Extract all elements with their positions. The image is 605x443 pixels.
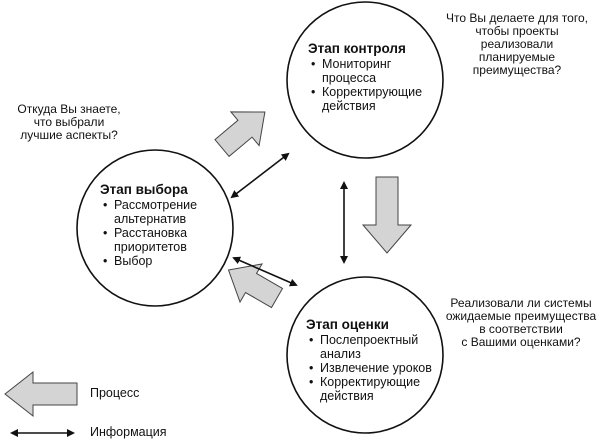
info-arrow-selection-evaluation xyxy=(232,256,298,287)
process-arrow-selection-to-control xyxy=(214,111,266,158)
control-question-line: планируемые xyxy=(478,50,556,64)
selection-question-line: лучшие аспекты? xyxy=(20,128,118,142)
control-stage-text: Этап контроля Мониторинг процесса Коррек… xyxy=(308,41,438,114)
control-stage-item: Мониторинг процесса xyxy=(311,57,402,85)
control-stage-item: Корректирующие действия xyxy=(311,85,432,113)
control-question: Что Вы делаете для того, чтобы проекты р… xyxy=(432,12,602,77)
selection-stage-item: Выбор xyxy=(103,254,225,268)
evaluation-question-line: в соответствии xyxy=(479,322,563,336)
control-question-line: реализовали xyxy=(480,37,554,51)
evaluation-question: Реализовали ли системы ожидаемые преимущ… xyxy=(438,297,604,349)
selection-stage-item: Рассмотрение альтернатив xyxy=(103,198,209,226)
selection-stage-title: Этап выбора xyxy=(100,182,188,197)
evaluation-question-line: с Вашими оценками? xyxy=(461,335,581,349)
evaluation-question-line: Реализовали ли системы xyxy=(450,296,592,310)
selection-stage-list: Рассмотрение альтернатив Расстановка при… xyxy=(100,198,225,268)
process-arrow-control-to-evaluation xyxy=(361,176,413,254)
legend-process-label: Процесс xyxy=(90,386,140,400)
selection-question: Откуда Вы знаете, что выбрали лучшие асп… xyxy=(4,103,134,142)
control-stage-title: Этап контроля xyxy=(308,41,406,56)
evaluation-stage-text: Этап оценки Послепроектный анализ Извлеч… xyxy=(306,317,436,404)
control-question-line: Что Вы делаете для того, xyxy=(446,11,588,25)
evaluation-stage-item: Послепроектный анализ xyxy=(309,333,420,361)
legend-process-arrow-icon xyxy=(4,370,78,418)
control-question-line: чтобы проекты xyxy=(475,24,559,38)
process-arrow-evaluation-to-selection xyxy=(227,263,284,309)
selection-question-line: что выбрали xyxy=(33,115,105,129)
evaluation-stage-item: Извлечение уроков xyxy=(309,361,436,375)
legend-information-label: Информация xyxy=(90,425,167,439)
evaluation-stage-list: Послепроектный анализ Извлечение уроков … xyxy=(306,333,436,403)
evaluation-question-line: ожидаемые преимущества xyxy=(445,309,597,323)
selection-stage-item: Расстановка приоритетов xyxy=(103,226,209,254)
control-stage-list: Мониторинг процесса Корректирующие дейст… xyxy=(308,57,438,113)
evaluation-stage-item: Корректирующие действия xyxy=(309,375,430,403)
evaluation-stage-title: Этап оценки xyxy=(306,317,389,332)
selection-question-line: Откуда Вы знаете, xyxy=(17,102,121,116)
control-question-line: преимущества? xyxy=(472,63,562,77)
selection-stage-text: Этап выбора Рассмотрение альтернатив Рас… xyxy=(100,182,225,269)
info-arrow-selection-control xyxy=(230,152,290,199)
